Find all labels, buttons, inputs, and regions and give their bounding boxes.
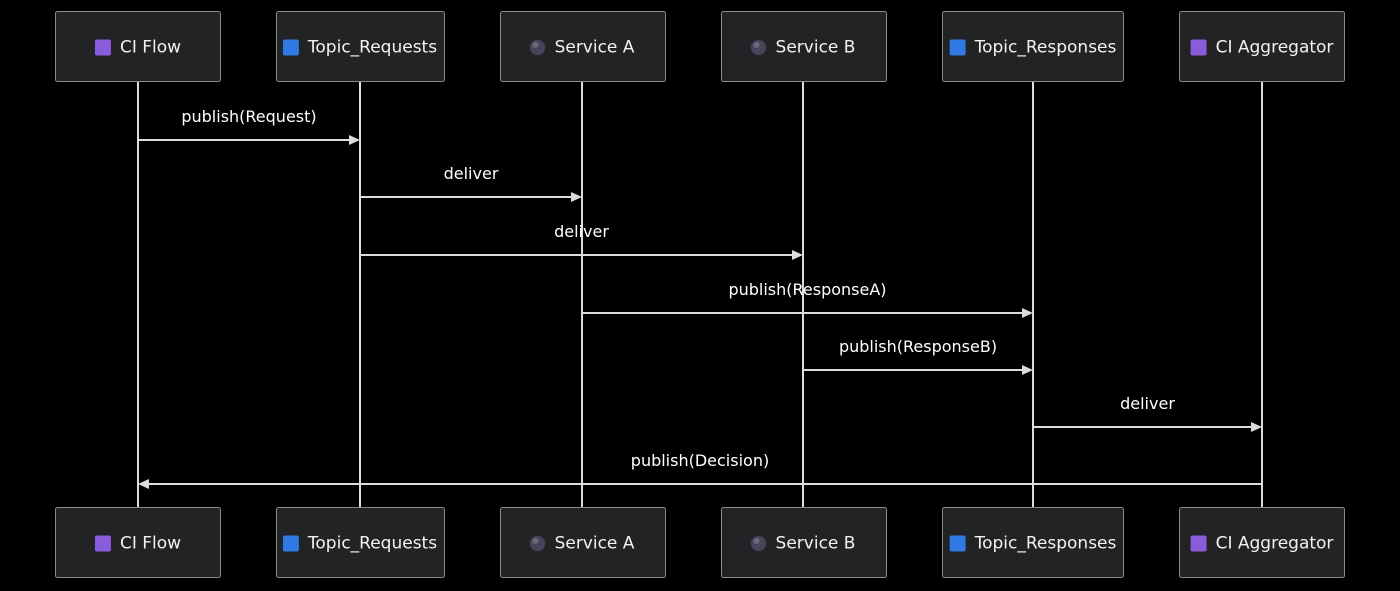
dark-circle-highlight: [532, 538, 539, 544]
purple-square-icon: [94, 535, 111, 552]
lifelines: [137, 82, 1263, 507]
participant-box: [942, 11, 1124, 82]
message-deliver: deliver: [360, 222, 803, 260]
participant-service-a-bottom[interactable]: Service A: [500, 507, 666, 578]
participant-box: [55, 507, 221, 578]
participant-label: Service A: [555, 534, 635, 554]
participant-topic-responses-top[interactable]: Topic_Responses: [942, 11, 1124, 82]
participant-label: Service B: [776, 38, 856, 58]
arrowhead-icon: [1022, 365, 1033, 375]
message-label: deliver: [554, 222, 609, 241]
participant-label: Topic_Requests: [307, 38, 437, 58]
purple-square-icon: [1190, 535, 1207, 552]
dark-circle-highlight: [532, 42, 539, 48]
participant-box: [721, 11, 887, 82]
message-label: publish(ResponseA): [728, 280, 886, 299]
message-publish-responseb: publish(ResponseB): [803, 337, 1033, 375]
message-deliver: deliver: [1033, 394, 1262, 432]
messages: publish(Request) deliver deliver publish(Re…: [138, 107, 1262, 489]
participant-box: [942, 507, 1124, 578]
blue-square-icon: [282, 39, 299, 56]
arrowhead-icon: [138, 479, 149, 489]
purple-square-icon: [94, 39, 111, 56]
dark-circle-highlight: [753, 42, 760, 48]
dark-circle-icon: [529, 535, 547, 552]
participants-bottom: CI Flow Topic_Requests Service A Service B T…: [55, 507, 1345, 578]
arrowhead-icon: [571, 192, 582, 202]
participant-ci-flow-bottom[interactable]: CI Flow: [55, 507, 221, 578]
participant-box: [55, 11, 221, 82]
participant-service-b-bottom[interactable]: Service B: [721, 507, 887, 578]
dark-circle-highlight: [753, 538, 760, 544]
participant-label: Topic_Requests: [307, 534, 437, 554]
participant-box: [276, 11, 445, 82]
participant-ci-flow-top[interactable]: CI Flow: [55, 11, 221, 82]
dark-circle-icon: [750, 39, 768, 56]
participant-box: [721, 507, 887, 578]
arrowhead-icon: [1022, 308, 1033, 318]
participant-label: Topic_Responses: [974, 534, 1117, 554]
blue-square-icon: [282, 535, 299, 552]
participant-label: CI Aggregator: [1216, 38, 1334, 58]
purple-square-icon: [1190, 39, 1207, 56]
participant-box: [500, 11, 666, 82]
arrowhead-icon: [349, 135, 360, 145]
participant-label: CI Aggregator: [1216, 534, 1334, 554]
participant-topic-requests-bottom[interactable]: Topic_Requests: [276, 507, 445, 578]
participant-label: Service A: [555, 38, 635, 58]
message-label: publish(ResponseB): [839, 337, 997, 356]
message-publish-decision: publish(Decision): [138, 451, 1262, 489]
blue-square-icon: [949, 39, 966, 56]
dark-circle-icon: [529, 39, 547, 56]
message-publish-request: publish(Request): [138, 107, 360, 145]
participant-ci-aggregator-bottom[interactable]: CI Aggregator: [1179, 507, 1345, 578]
participant-box: [276, 507, 445, 578]
dark-circle-icon: [750, 535, 768, 552]
participant-ci-aggregator-top[interactable]: CI Aggregator: [1179, 11, 1345, 82]
participant-box: [1179, 507, 1345, 578]
message-label: deliver: [1120, 394, 1175, 413]
participant-service-b-top[interactable]: Service B: [721, 11, 887, 82]
participant-box: [500, 507, 666, 578]
participant-label: Service B: [776, 534, 856, 554]
message-label: deliver: [444, 164, 499, 183]
message-publish-responsea: publish(ResponseA): [582, 280, 1033, 318]
participant-label: Topic_Responses: [974, 38, 1117, 58]
participant-label: CI Flow: [120, 38, 181, 58]
arrowhead-icon: [1251, 422, 1262, 432]
message-label: publish(Request): [181, 107, 316, 126]
message-label: publish(Decision): [631, 451, 769, 470]
arrowhead-icon: [792, 250, 803, 260]
participants-top: CI Flow Topic_Requests Service A Service B T…: [55, 11, 1345, 82]
participant-service-a-top[interactable]: Service A: [500, 11, 666, 82]
participant-label: CI Flow: [120, 534, 181, 554]
participant-box: [1179, 11, 1345, 82]
participant-topic-requests-top[interactable]: Topic_Requests: [276, 11, 445, 82]
message-deliver: deliver: [360, 164, 582, 202]
blue-square-icon: [949, 535, 966, 552]
participant-topic-responses-bottom[interactable]: Topic_Responses: [942, 507, 1124, 578]
